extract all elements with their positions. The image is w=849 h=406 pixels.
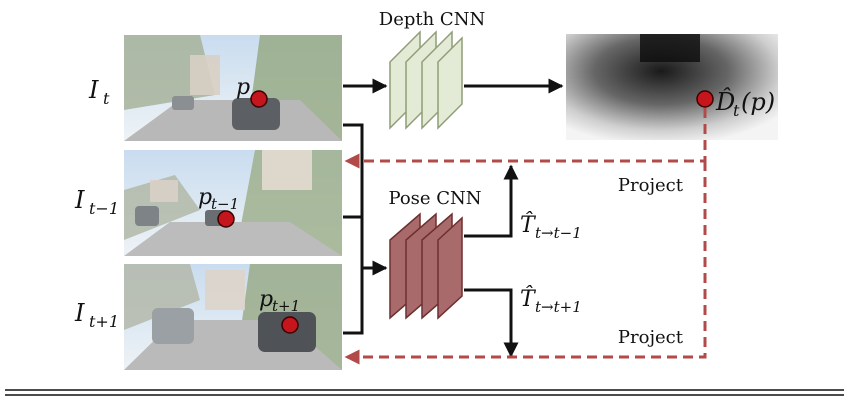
point-label-t: p [236,75,250,100]
project-label-lower: Project [618,327,684,348]
correspondence-point-t-plus-1 [281,316,299,334]
correspondence-point-t-minus-1 [217,210,235,228]
frame-label-t-plus-1-sub: t+1 [89,312,119,331]
project-label-upper: Project [618,175,684,196]
frame-label-t-sub: t [103,89,110,108]
frame-image-t [124,35,342,141]
projection-arrow-to-t-plus-1 [344,161,707,365]
depth-output-label-arg: (p) [741,88,775,116]
point-label-t-minus-1-sub: t−1 [211,195,239,213]
pose-cnn-block [389,212,463,320]
point-label-t-minus-1: p [198,185,212,210]
depth-output-label-sub: t [733,101,740,120]
pose-output-label-t-plus-1: T̂ [520,286,537,312]
arrow-pose-to-t-minus-1 [464,164,519,238]
depth-output-label: D̂ [715,88,735,116]
point-label-t-plus-1: p [259,287,273,312]
pose-input-bracket [343,123,364,335]
pose-output-label-t-minus-1-sub: t→t−1 [535,224,582,242]
depth-cnn-block [389,30,463,130]
pose-output-label-t-minus-1: T̂ [520,212,537,238]
frame-label-t-minus-1: I [74,186,85,214]
arrow-pose-to-t-plus-1 [464,288,519,358]
depth-cnn-title: Depth CNN [379,9,485,30]
correspondence-point-t [250,90,268,108]
frame-label-t-plus-1: I [74,299,85,327]
pose-cnn-title: Pose CNN [388,188,481,209]
projection-arrows [344,108,707,365]
frame-label-t: I [88,76,99,104]
frame-image-t-minus-1 [124,150,342,256]
point-label-t-plus-1-sub: t+1 [272,297,300,315]
solid-connectors [343,78,564,358]
depth-map-image [566,34,778,140]
depth-point [696,90,714,108]
frame-image-t-plus-1 [124,264,342,370]
pose-output-label-t-plus-1-sub: t→t+1 [535,298,582,316]
frame-label-t-minus-1-sub: t−1 [89,199,119,218]
